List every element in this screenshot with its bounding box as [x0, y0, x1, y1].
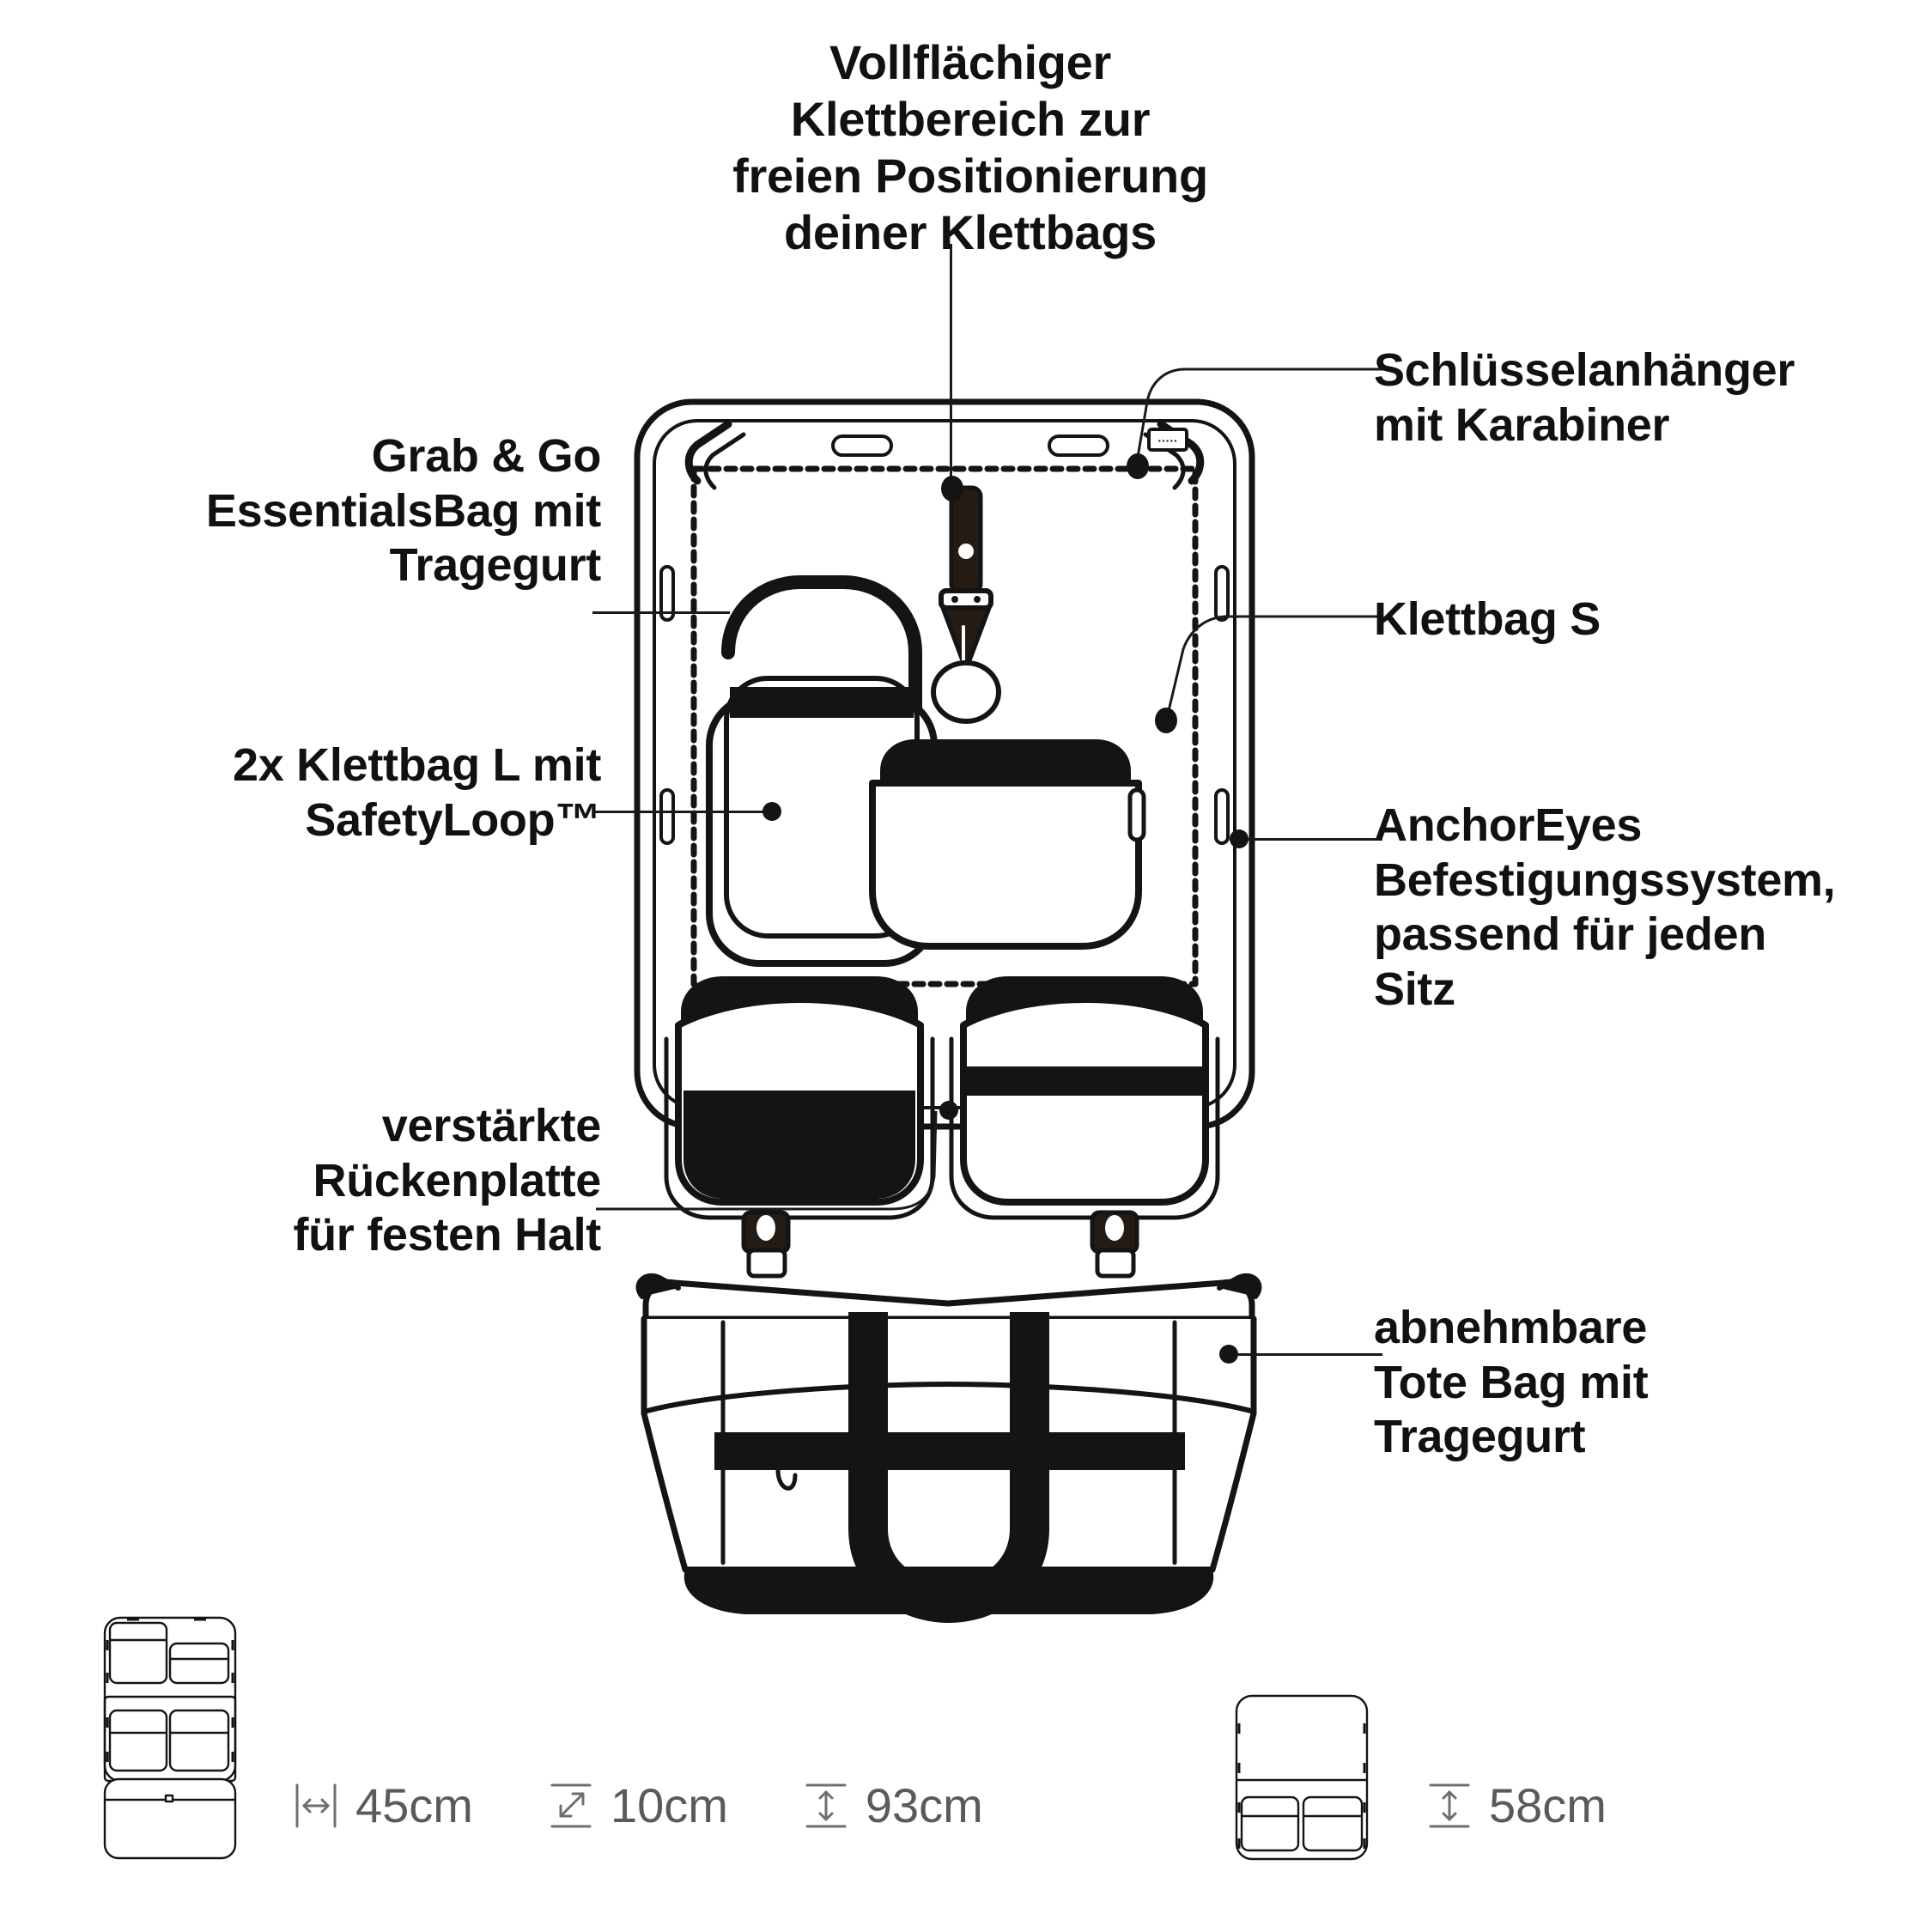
- anchor-dot-backplate: [939, 1101, 958, 1120]
- tote-bag: [635, 1273, 1262, 1623]
- leader-velcro: [950, 244, 952, 483]
- anchor-dot-velcro: [941, 476, 963, 501]
- callout-back-plate: verstärkte Rückenplatte für festen Halt: [293, 1100, 601, 1261]
- thumbnail-side-view: [1235, 1694, 1369, 1861]
- anchor-dot-klettbag-l: [762, 802, 781, 821]
- main-product-illustration: ·····: [634, 398, 1262, 1623]
- dimensions-secondary: 58cm: [1425, 1777, 1607, 1833]
- dimension-height: 93cm: [802, 1777, 983, 1833]
- thumbnail-front-view: [103, 1616, 237, 1860]
- width-icon: [292, 1778, 340, 1833]
- height-icon: [802, 1778, 850, 1833]
- leader-backplate: [596, 1110, 938, 1211]
- anchor-dot-keychain: [1127, 453, 1149, 479]
- depth-icon: [547, 1778, 595, 1833]
- klettbag-l-right: [949, 976, 1220, 1220]
- height-icon: [1425, 1778, 1473, 1833]
- depth-value: 10cm: [610, 1778, 728, 1832]
- callout-klettbag-l: 2x Klettbag L mit SafetyLoop™: [233, 739, 601, 846]
- dimensions-main: 45cm 10cm: [292, 1777, 983, 1833]
- callout-anchoreyes: AnchorEyes Befestigungssystem, passend f…: [1374, 799, 1836, 1016]
- callout-essentials-bag: Grab & Go EssentialsBag mit Tragegurt: [205, 430, 601, 592]
- klettbag-s: [869, 739, 1146, 950]
- leader-klettbag-l: [592, 811, 771, 813]
- leader-klettbag-s: [1166, 615, 1379, 715]
- buckle-left: [741, 1210, 791, 1279]
- anchor-dot-klettbag-s: [1155, 708, 1177, 733]
- height-value-secondary: 58cm: [1489, 1778, 1607, 1832]
- dimension-width: 45cm: [292, 1777, 473, 1833]
- callout-tote-bag: abnehmbare Tote Bag mit Tragegurt: [1374, 1302, 1649, 1463]
- klettbag-l-left: [664, 976, 935, 1220]
- svg-text:·····: ·····: [1157, 434, 1177, 447]
- width-value: 45cm: [355, 1778, 473, 1832]
- dimension-depth: 10cm: [547, 1777, 728, 1833]
- anchor-dot-anchoreyes: [1230, 829, 1249, 848]
- keychain-carabiner: [931, 485, 1001, 724]
- leader-keychain: [1135, 368, 1388, 463]
- leader-tote: [1238, 1353, 1382, 1356]
- callout-velcro-area: Vollflächiger Klettbereich zur freien Po…: [732, 35, 1208, 260]
- dimension-height-secondary: 58cm: [1425, 1777, 1607, 1833]
- callout-keychain: Schlüsselanhänger mit Karabiner: [1374, 344, 1795, 451]
- callout-klettbag-s: Klettbag S: [1374, 593, 1601, 645]
- anchor-dot-tote: [1219, 1345, 1238, 1364]
- leader-anchoreyes: [1247, 838, 1382, 841]
- height-value: 93cm: [865, 1778, 983, 1832]
- leader-grabgo: [592, 611, 730, 614]
- velcro-field: [690, 465, 1199, 987]
- buckle-right: [1090, 1210, 1139, 1279]
